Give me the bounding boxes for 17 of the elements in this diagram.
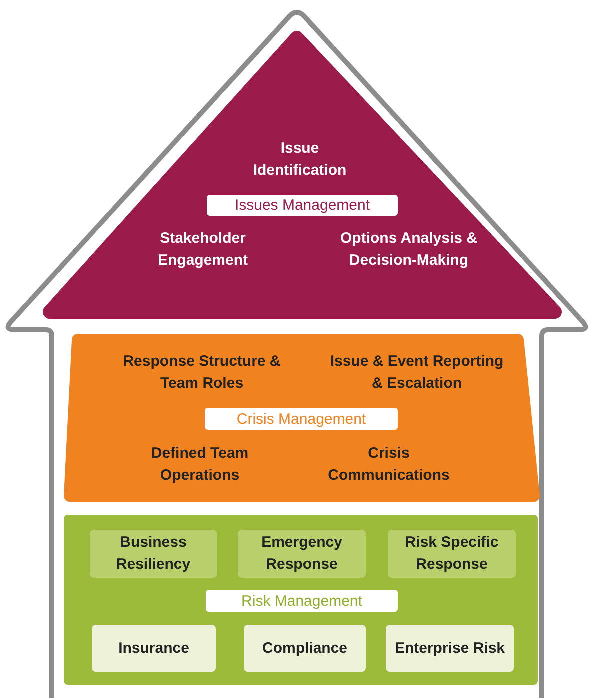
risk-area-box: Enterprise Risk xyxy=(386,625,514,672)
pillar-label: Defined Team Operations xyxy=(150,444,250,486)
section-title-banner: Risk Management xyxy=(206,590,398,612)
pillar-label: Crisis Communications xyxy=(327,444,451,486)
risk-area-box: Emergency Response xyxy=(238,530,366,578)
risk-area-box: Risk Specific Response xyxy=(388,530,516,578)
pillar-label: Issue & Event Reporting & Escalation xyxy=(329,352,505,394)
pillar-label: Response Structure & Team Roles xyxy=(122,352,282,394)
pillar-label: Options Analysis & Decision-Making xyxy=(340,229,478,271)
risk-area-box: Insurance xyxy=(92,625,216,672)
section-title-banner: Issues Management xyxy=(207,195,398,216)
pillar-label: Issue Identification xyxy=(252,139,348,181)
risk-panel xyxy=(64,515,538,685)
pillar-label: Stakeholder Engagement xyxy=(156,229,249,271)
risk-area-box: Business Resiliency xyxy=(90,530,217,578)
risk-area-box: Compliance xyxy=(244,625,366,672)
section-title-banner: Crisis Management xyxy=(205,408,398,430)
